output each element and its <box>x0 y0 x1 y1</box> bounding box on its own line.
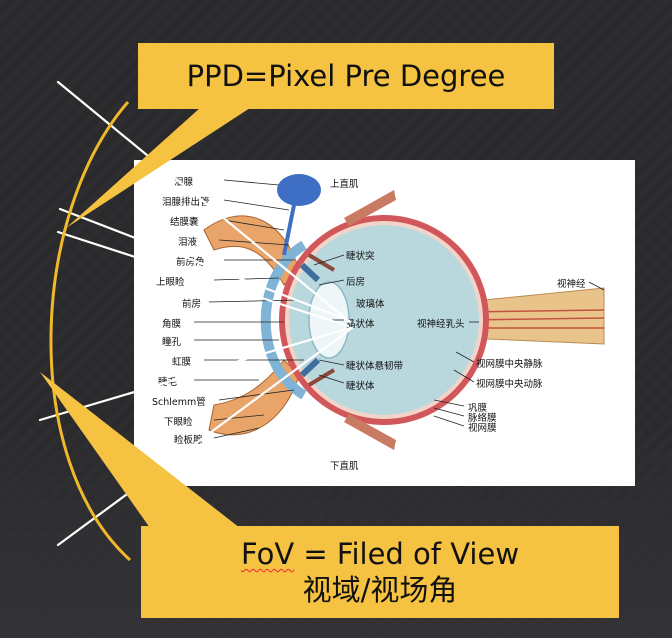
leader-lines <box>194 179 605 439</box>
label-anterior-chamber-angle: 前房角 <box>176 257 205 268</box>
label-optic-nerve: 视神经 <box>557 279 586 290</box>
label-zonule: 睫状体悬韧带 <box>346 361 404 372</box>
label-sclera: 巩膜 <box>468 403 488 414</box>
ppd-callout-text: PPD=Pixel Pre Degree <box>186 59 506 93</box>
fov-callout: FoV = Filed of View 视域/视场角 <box>141 526 619 618</box>
fov-callout-line1: FoV = Filed of View <box>241 536 519 572</box>
label-vitreous: 玻璃体 <box>356 299 385 310</box>
fov-pointer <box>40 372 240 528</box>
label-choroid: 脉络膜 <box>468 413 497 424</box>
fov-definition: = Filed of View <box>294 537 520 571</box>
label-tarsal-gland: 睑板腺 <box>174 435 203 446</box>
vitreous-body <box>289 225 479 415</box>
sight-lines <box>38 80 354 547</box>
label-lacrimal-gland: 泪腺 <box>174 177 194 188</box>
fov-arc <box>49 101 132 562</box>
label-superior-rectus: 上直肌 <box>330 179 359 190</box>
label-inferior-rectus: 下直肌 <box>330 461 359 472</box>
label-iris: 虹膜 <box>172 357 192 368</box>
lacrimal-gland-shape <box>277 174 321 206</box>
iris-shape <box>299 262 321 378</box>
label-lens: 晶状体 <box>346 319 375 330</box>
eye-illustration <box>194 174 605 450</box>
ppd-pointer <box>66 108 250 228</box>
label-schlemm-canal: Schlemm管 <box>152 397 206 408</box>
label-pupil: 瞳孔 <box>162 337 182 348</box>
label-cornea: 角膜 <box>162 319 182 330</box>
fov-abbrev: FoV <box>240 537 295 571</box>
label-conjunctival-sac: 结膜囊 <box>170 217 199 228</box>
label-tears: 泪液 <box>178 237 198 248</box>
label-lacrimal-duct: 泪腺排出管 <box>162 197 210 208</box>
label-posterior-chamber: 后房 <box>346 277 366 288</box>
label-ciliary-body: 睫状体 <box>346 381 375 392</box>
ppd-callout: PPD=Pixel Pre Degree <box>138 43 554 109</box>
superior-rectus-shape <box>344 190 396 226</box>
fov-callout-line2: 视域/视场角 <box>302 573 458 607</box>
label-central-retinal-vein: 视网膜中央静脉 <box>476 359 543 370</box>
label-central-retinal-artery: 视网膜中央动脉 <box>476 379 543 390</box>
label-lower-eyelid: 下眼睑 <box>164 417 193 428</box>
eye-anatomy-diagram: 泪腺 泪腺排出管 结膜囊 泪液 前房角 上眼睑 前房 角膜 瞳孔 虹膜 睫毛 S… <box>134 160 635 486</box>
label-upper-eyelid: 上眼睑 <box>156 277 185 288</box>
label-anterior-chamber: 前房 <box>182 299 202 310</box>
lacrimal-duct-shape <box>282 204 296 256</box>
label-ciliary-process: 睫状突 <box>346 251 375 262</box>
label-retina: 视网膜 <box>468 423 497 434</box>
label-optic-papilla: 视神经乳头 <box>417 319 465 330</box>
cornea-shape <box>260 240 307 400</box>
inferior-rectus-shape <box>344 414 396 450</box>
